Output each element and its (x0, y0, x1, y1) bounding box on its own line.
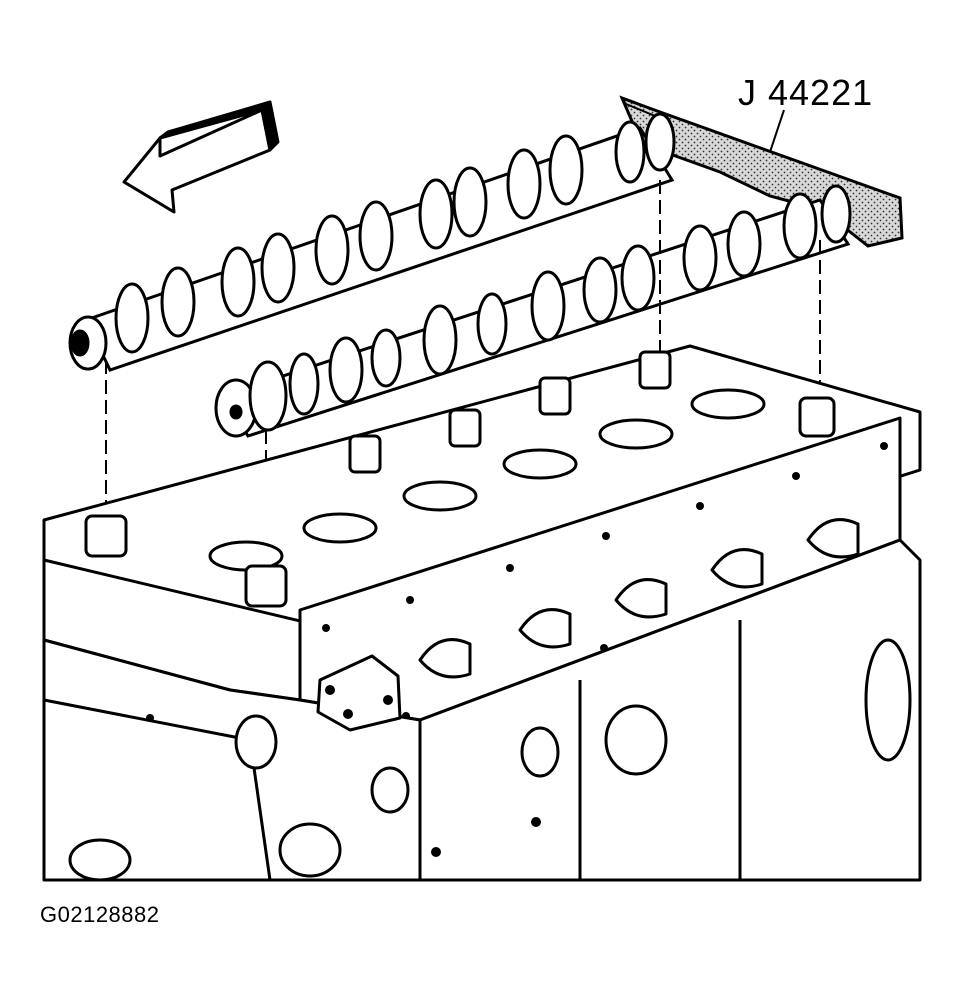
arrow-left-icon (122, 100, 280, 214)
image-bottom-cutoff (0, 882, 963, 1002)
engine-block (42, 538, 922, 882)
figure-code: G02128882 (40, 902, 160, 927)
tool-callout-label: J 44221 (738, 72, 874, 113)
intake-camshaft (68, 112, 676, 372)
tool-leader-line (769, 109, 785, 153)
cylinder-head (42, 344, 922, 722)
exhaust-camshaft (214, 184, 852, 438)
